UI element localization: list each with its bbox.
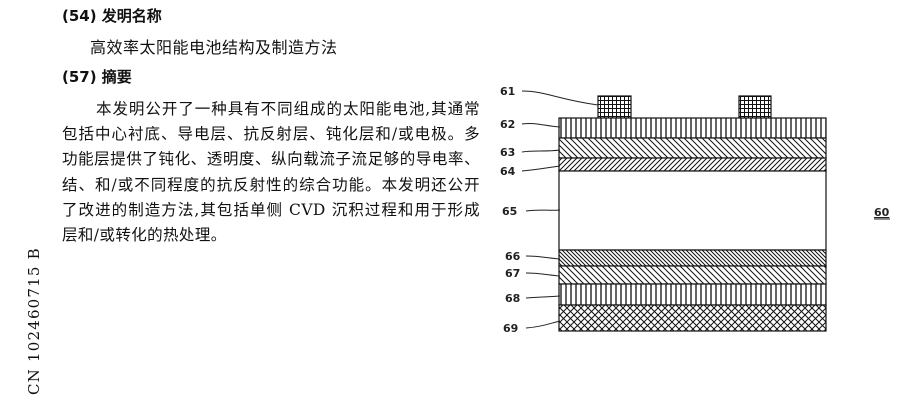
label-66: 66 — [505, 250, 521, 263]
electrode-left — [597, 95, 632, 119]
label-68: 68 — [505, 292, 520, 305]
layer-69 — [558, 304, 827, 332]
leader-62 — [521, 122, 561, 128]
leader-65 — [525, 209, 561, 212]
label-62: 62 — [500, 118, 515, 131]
title-heading: (54) 发明名称 — [62, 7, 162, 25]
leader-67 — [525, 272, 561, 277]
label-61: 61 — [500, 85, 515, 98]
layer-64 — [558, 157, 827, 172]
leader-66 — [525, 255, 561, 260]
layer-63 — [558, 137, 827, 159]
layer-67 — [558, 265, 827, 285]
layer-68 — [558, 283, 827, 306]
leader-61 — [521, 90, 599, 106]
label-69: 69 — [503, 322, 518, 335]
leader-64 — [521, 165, 561, 172]
label-64: 64 — [500, 165, 516, 178]
abstract-text: 本发明公开了一种具有不同组成的太阳能电池,其通常包括中心衬底、导电层、抗反射层、… — [62, 100, 480, 245]
leader-68 — [525, 295, 561, 299]
layer-66 — [558, 249, 827, 267]
label-65: 65 — [502, 205, 517, 218]
leader-69 — [525, 320, 561, 329]
invention-title: 高效率太阳能电池结构及制造方法 — [90, 38, 338, 57]
leader-63 — [521, 149, 561, 153]
figure-number: 60 — [874, 206, 890, 219]
label-63: 63 — [500, 146, 515, 159]
label-67: 67 — [505, 267, 520, 280]
layer-62 — [558, 117, 827, 139]
layer-65 — [558, 170, 827, 251]
abstract-heading: (57) 摘要 — [62, 68, 132, 86]
electrode-right — [738, 95, 772, 119]
